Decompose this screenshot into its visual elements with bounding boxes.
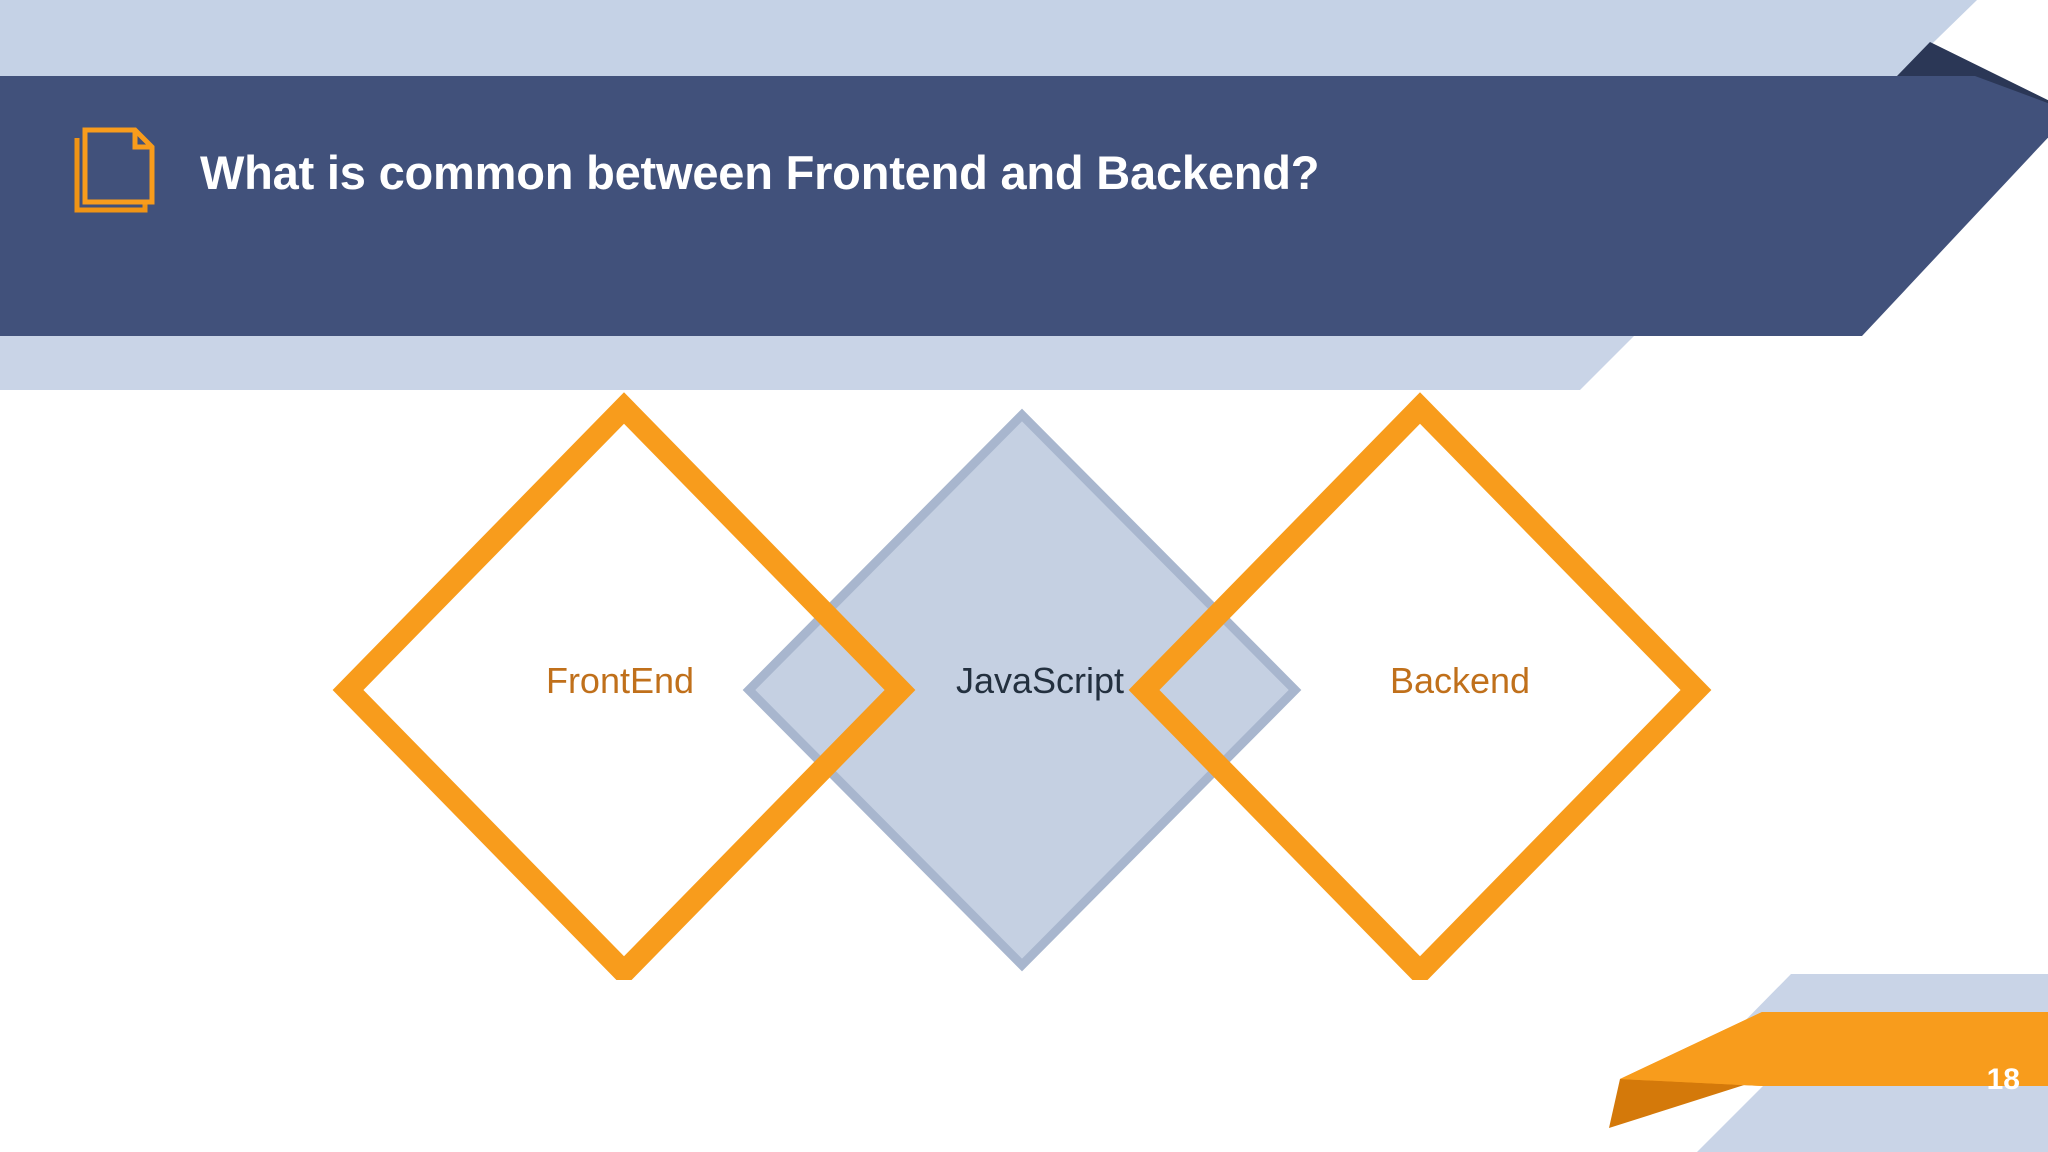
diamond-backend <box>1128 392 1712 980</box>
diamond-javascript <box>742 408 1302 972</box>
page-number: 18 <box>1986 1063 2020 1096</box>
page-title: What is common between Frontend and Back… <box>200 146 1320 199</box>
venn-diamond-diagram <box>0 340 2048 980</box>
document-pages-icon <box>72 124 160 216</box>
header-upper-light-band <box>0 0 1977 112</box>
diamond-frontend <box>332 392 916 980</box>
diagram-label-javascript: JavaScript <box>955 660 1125 701</box>
footer-banner-tip <box>1620 1012 1762 1086</box>
footer-lower-light-band <box>1697 1086 2048 1152</box>
diagram-label-backend: Backend <box>1389 660 1531 701</box>
diagram-label-frontend: FrontEnd <box>545 660 695 701</box>
footer-banner-fold-triangle <box>1609 1079 1763 1128</box>
footer-banner-group <box>0 952 2048 1152</box>
header-banner-fold-triangle <box>1862 42 2048 112</box>
